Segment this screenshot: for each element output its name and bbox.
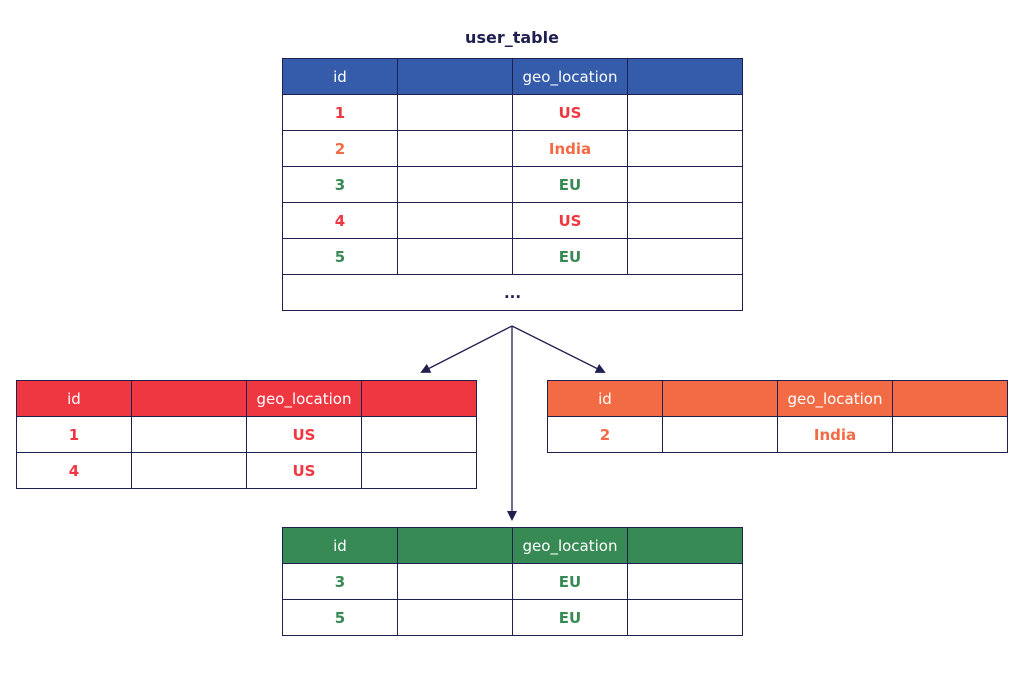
cell-id: 2 [547,416,663,453]
table-row: 1 US [282,94,743,131]
column-header-id: id [16,380,132,417]
cell-geo-location: US [512,94,628,131]
column-header-geo-location: geo_location [777,380,893,417]
cell-blank [892,416,1008,453]
cell-id: 3 [282,563,398,600]
cell-geo-location: India [777,416,893,453]
cell-blank [397,599,513,636]
column-header-geo-location: geo_location [512,527,628,564]
column-header-id: id [282,527,398,564]
table-header-row: id geo_location [282,58,743,95]
cell-blank [397,202,513,239]
cell-blank [397,563,513,600]
source-table-caption: user_table [465,28,559,47]
column-header-blank [397,527,513,564]
table-row: 2 India [282,130,743,167]
table-row: 2 India [547,416,1008,453]
table-header-row: id geo_location [547,380,1008,417]
cell-id: 2 [282,130,398,167]
table-row: 4 US [16,452,477,489]
table-row: 3 EU [282,166,743,203]
column-header-blank [627,58,743,95]
partition-us-table: id geo_location 1 US 4 US [16,380,477,489]
cell-blank [662,416,778,453]
column-header-id: id [547,380,663,417]
cell-blank [627,130,743,167]
table-header-row: id geo_location [282,527,743,564]
column-header-blank [662,380,778,417]
table-row: 3 EU [282,563,743,600]
column-header-blank [361,380,477,417]
cell-blank [361,452,477,489]
table-row: 5 EU [282,238,743,275]
cell-blank [627,166,743,203]
table-row: 4 US [282,202,743,239]
cell-id: 1 [16,416,132,453]
cell-id: 3 [282,166,398,203]
cell-blank [131,452,247,489]
column-header-blank [627,527,743,564]
table-row: 1 US [16,416,477,453]
cell-geo-location: India [512,130,628,167]
arrow-to-india-partition [511,325,606,373]
cell-id: 5 [282,238,398,275]
cell-geo-location: EU [512,599,628,636]
table-row: 5 EU [282,599,743,636]
arrow-to-us-partition [420,325,513,373]
ellipsis-cell: ... [282,274,743,311]
table-row-ellipsis: ... [282,274,743,311]
column-header-blank [892,380,1008,417]
cell-id: 4 [282,202,398,239]
cell-id: 4 [16,452,132,489]
cell-blank [627,563,743,600]
cell-blank [627,599,743,636]
cell-blank [131,416,247,453]
column-header-geo-location: geo_location [246,380,362,417]
cell-geo-location: EU [512,238,628,275]
user-table: id geo_location 1 US 2 India 3 EU 4 US 5… [282,58,743,311]
table-header-row: id geo_location [16,380,477,417]
partition-india-table: id geo_location 2 India [547,380,1008,453]
cell-geo-location: US [246,452,362,489]
cell-geo-location: EU [512,166,628,203]
column-header-blank [131,380,247,417]
cell-blank [627,94,743,131]
cell-id: 5 [282,599,398,636]
cell-blank [397,94,513,131]
cell-blank [627,202,743,239]
cell-geo-location: EU [512,563,628,600]
partition-eu-table: id geo_location 3 EU 5 EU [282,527,743,636]
cell-blank [397,130,513,167]
column-header-blank [397,58,513,95]
